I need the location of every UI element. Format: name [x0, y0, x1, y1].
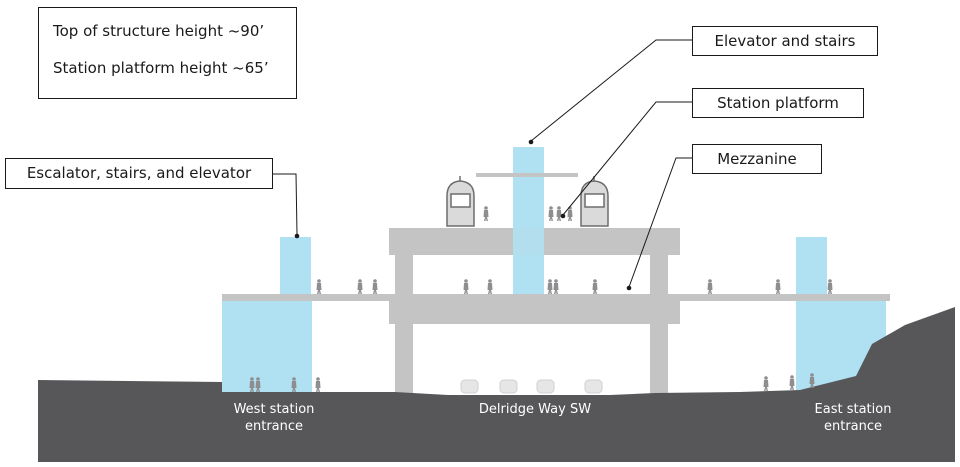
- person-figure: [789, 375, 795, 390]
- walkway-east: [680, 294, 890, 301]
- train-west: [446, 176, 475, 227]
- west-entrance-line-2: entrance: [244, 419, 304, 434]
- leader-escalator: [272, 173, 298, 235]
- person-figure: [553, 279, 559, 294]
- west-entrance-label: West station entrance: [220, 401, 328, 435]
- person-figure: [249, 377, 255, 392]
- person-figure: [487, 279, 493, 294]
- person-figure: [463, 279, 469, 294]
- east-entrance-label: East station entrance: [796, 401, 910, 435]
- mezzanine-deck: [389, 294, 680, 324]
- leader-elevator: [530, 39, 692, 142]
- structure-height-text: Top of structure height ~90’: [53, 22, 265, 40]
- callout-elevator-stairs: Elevator and stairs: [692, 26, 878, 56]
- car-1: [460, 379, 479, 394]
- leader-mezzanine: [628, 157, 692, 288]
- canopy: [476, 173, 578, 177]
- leader-dots: [294, 139, 632, 291]
- person-figure: [592, 279, 598, 294]
- person-figure: [547, 279, 553, 294]
- road-label: Delridge Way SW: [470, 401, 600, 418]
- person-figure: [827, 279, 833, 294]
- walkway-west: [222, 294, 390, 301]
- person-figure: [315, 377, 321, 392]
- person-figure: [707, 279, 713, 294]
- person-figure: [775, 279, 781, 294]
- leader-lines: [272, 39, 692, 288]
- car-4: [584, 379, 603, 394]
- person-figure: [291, 377, 297, 392]
- person-figure: [357, 279, 363, 294]
- people-figures: [249, 206, 833, 392]
- person-figure: [556, 206, 562, 221]
- callout-escalator-stairs-elevator: Escalator, stairs, and elevator: [5, 158, 273, 189]
- west-upper-shaft: [280, 237, 311, 295]
- person-figure: [316, 279, 322, 294]
- column-west: [395, 255, 413, 395]
- car-3: [536, 379, 555, 394]
- height-info-box: Top of structure height ~90’ Station pla…: [38, 7, 297, 99]
- person-figure: [809, 373, 815, 388]
- person-figure: [255, 377, 261, 392]
- car-2: [499, 379, 518, 394]
- west-entrance-line-1: West station: [233, 402, 315, 417]
- ground: [38, 307, 955, 462]
- east-entrance-line-1: East station: [814, 402, 892, 417]
- west-escalator-shaft: [222, 300, 312, 392]
- road-cars: [460, 379, 603, 394]
- callout-station-platform: Station platform: [692, 88, 864, 118]
- person-figure: [763, 376, 769, 391]
- elevator-core-overlay: [513, 228, 544, 294]
- callout-mezzanine: Mezzanine: [692, 144, 822, 174]
- leader-platform: [562, 101, 692, 216]
- person-figure: [483, 206, 489, 221]
- person-figure: [372, 279, 378, 294]
- platform-height-text: Station platform height ~65’: [53, 59, 269, 77]
- road-label-text: Delridge Way SW: [478, 402, 592, 417]
- east-entrance-line-2: entrance: [823, 419, 883, 434]
- train-east: [580, 176, 609, 227]
- person-figure: [548, 206, 554, 221]
- east-upper-shaft: [796, 237, 827, 295]
- column-east: [650, 255, 668, 395]
